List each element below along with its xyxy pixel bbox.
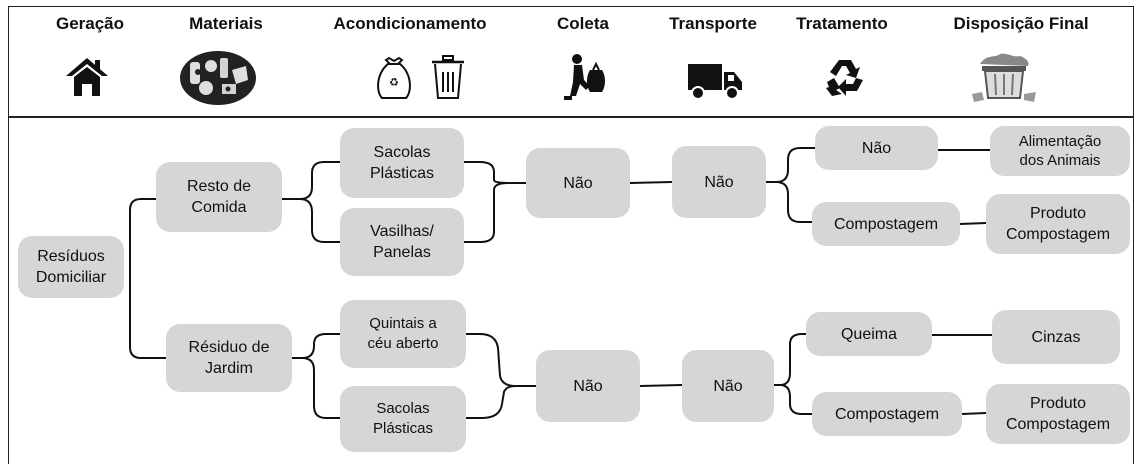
node-tratamento-nao: Não <box>815 126 938 170</box>
stage-label-acondicionamento: Acondicionamento <box>333 14 487 33</box>
edge-transporte-to-nao <box>766 147 815 183</box>
stage-label-coleta: Coleta <box>557 14 609 33</box>
edge-food-to-sacolas <box>282 161 340 200</box>
trash-bin-icon <box>432 55 464 99</box>
node-coleta-nao-food: Não <box>526 148 630 218</box>
stage-label-tratamento: Tratamento <box>796 14 888 33</box>
node-vasilhas-panelas: Vasilhas/Panelas <box>340 208 464 276</box>
edge-vasilhas-merge <box>464 182 509 243</box>
house-icon <box>66 58 108 96</box>
garbage-bag-icon: ♻ <box>377 56 411 99</box>
edge-sacolas-merge <box>464 161 526 184</box>
edge-yard-sacolas-merge <box>466 385 517 419</box>
node-compostagem-yard: Compostagem <box>812 392 962 436</box>
edge-yard-to-sacolas <box>292 357 340 419</box>
stage-label-materiais: Materiais <box>189 14 263 33</box>
edge-compostagem-to-produto-yard <box>961 412 987 415</box>
stage-label-transporte: Transporte <box>669 14 757 33</box>
edge-quintais-merge <box>466 333 536 387</box>
stage-label-geracao: Geração <box>55 14 125 33</box>
edge-coleta-to-transporte-food <box>629 181 673 184</box>
stage-label-disposicao: Disposição Final <box>953 14 1089 33</box>
edge-transporte-to-compostagem-yard <box>774 384 812 415</box>
recycle-icon <box>826 60 863 96</box>
diagram-frame <box>8 6 1134 464</box>
node-queima: Queima <box>806 312 932 356</box>
edge-compostagem-to-produto-food <box>959 222 987 225</box>
node-cinzas: Cinzas <box>992 310 1120 364</box>
svg-text:♻: ♻ <box>389 76 399 89</box>
collector-person-icon <box>564 54 605 100</box>
edge-yard-to-quintais <box>292 333 340 359</box>
waste-materials-icon <box>180 51 256 105</box>
truck-icon <box>688 64 742 100</box>
overflowing-bin-icon <box>972 53 1036 102</box>
header-divider <box>8 116 1134 118</box>
edge-coleta-to-transporte-yard <box>639 384 683 387</box>
node-transporte-nao-food: Não <box>672 146 766 218</box>
node-transporte-nao-yard: Não <box>682 350 774 422</box>
edge-transporte-to-queima <box>774 333 806 386</box>
edge-root-to-yard <box>129 265 166 359</box>
edge-transporte-to-compostagem-food <box>766 181 812 223</box>
node-coleta-nao-yard: Não <box>536 350 640 422</box>
node-compostagem-food: Compostagem <box>812 202 960 246</box>
edge-food-to-vasilhas <box>282 198 340 243</box>
edge-root-to-food <box>129 198 156 265</box>
